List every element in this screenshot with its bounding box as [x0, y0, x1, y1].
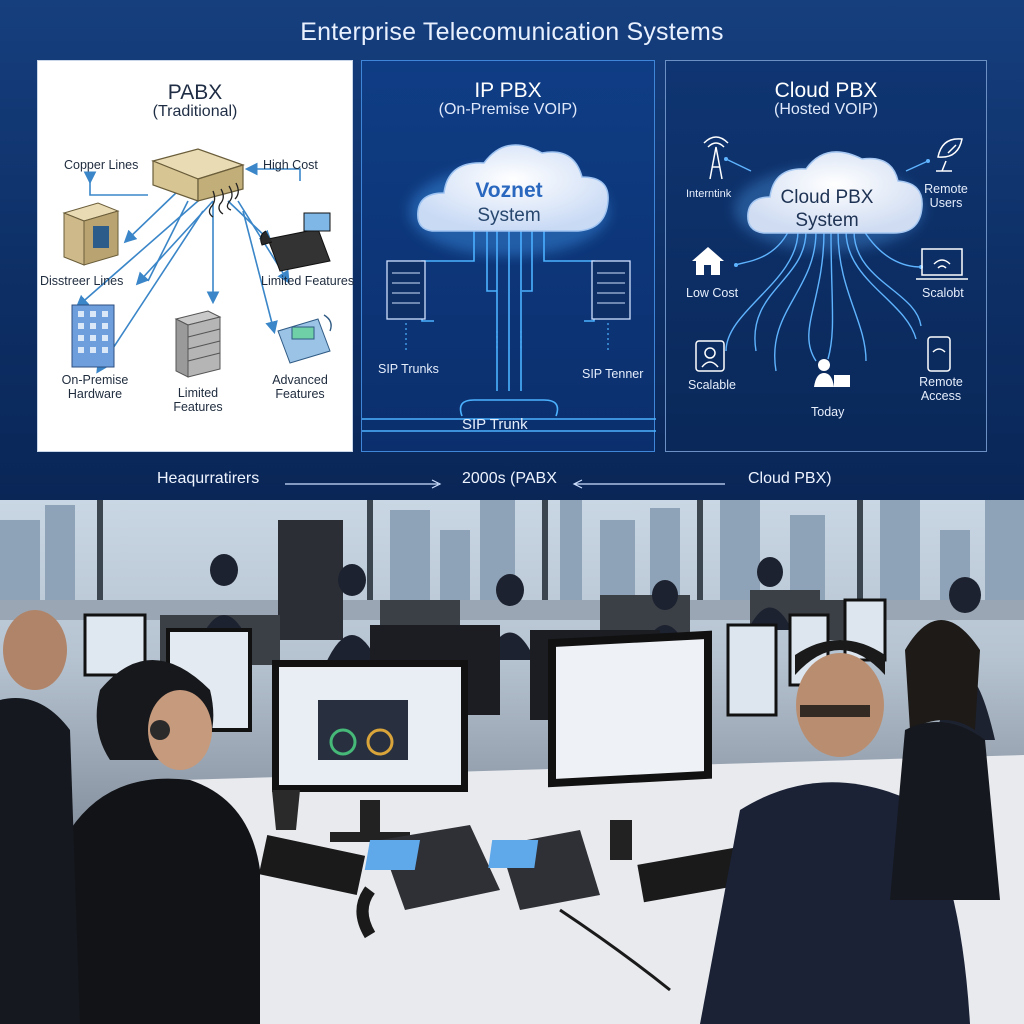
voznet-cloud-icon	[417, 144, 609, 232]
cloudpbx-title: Cloud PBX	[774, 79, 878, 102]
panel-ip-pbx: IP PBX (On-Premise VOIP)	[361, 60, 656, 452]
building-icon	[71, 304, 115, 368]
ippbx-diagram	[362, 144, 656, 432]
house-icon	[692, 247, 724, 275]
laptop-wifi-icon	[916, 248, 968, 280]
infographic: Enterprise Telecomunication Systems PABX…	[0, 0, 1024, 500]
label-limited-features-right: Limited Features	[261, 274, 355, 288]
agent-woman-right	[890, 620, 1000, 900]
label-sip-trunk: SIP Trunk	[462, 416, 528, 433]
cloud-pbx-system-label: System	[795, 210, 859, 231]
label-scalable: Scalable	[688, 378, 736, 392]
front-monitor-right	[548, 630, 712, 860]
label-remote-access: Remote Access	[919, 375, 963, 403]
server-left-icon	[386, 260, 426, 320]
server-stack-icon	[174, 310, 222, 378]
antenna-tower-icon	[703, 136, 729, 180]
ippbx-title: IP PBX	[474, 79, 542, 102]
voznet-system-label: System	[477, 205, 541, 226]
feature-phone-icon	[277, 314, 332, 364]
cloudpbx-subtitle: (Hosted VOIP)	[773, 101, 879, 118]
cabinet-icon	[62, 202, 120, 266]
label-distreer-lines: Disstreer Lines	[40, 274, 124, 288]
desk-phone-center-right	[488, 830, 671, 992]
label-advanced-features: Advanced Features	[272, 373, 328, 401]
mobile-phone-icon	[927, 336, 951, 372]
label-today: Today	[811, 405, 845, 419]
label-sip-tenner: SIP Tenner	[582, 367, 644, 381]
pabx-diagram	[62, 148, 332, 378]
cloudpbx-diagram	[692, 136, 968, 387]
label-sip-trunks: SIP Trunks	[378, 362, 439, 376]
satellite-dish-icon	[936, 138, 963, 172]
cloud-pbx-label: Cloud PBX	[780, 187, 874, 208]
panel-pabx: PABX (Traditional)	[37, 60, 355, 452]
agent-woman-foreground	[60, 660, 260, 1024]
server-rack	[278, 520, 343, 640]
desk-phone-center-left	[356, 825, 500, 939]
label-on-premise-hardware: On-Premise Hardware	[61, 373, 129, 401]
label-copper-lines: Copper Lines	[64, 158, 139, 172]
pabx-title: PABX	[167, 81, 223, 104]
cloud-pbx-cloud-icon	[747, 151, 923, 234]
office-scene	[0, 500, 1024, 1024]
call-center-photo	[0, 500, 1024, 1024]
agent-man-left-edge	[0, 610, 80, 1024]
timeline-right: Cloud PBX)	[748, 470, 832, 487]
desk-user-icon	[814, 359, 850, 387]
pabx-box-icon	[151, 148, 245, 218]
front-monitor-left	[272, 660, 468, 842]
voznet-label: Voznet	[475, 179, 543, 202]
desk-phone-icon	[260, 212, 331, 272]
user-badge-icon	[695, 340, 725, 372]
label-high-cost: High Cost	[263, 158, 318, 172]
timeline-left: Heaqurratirers	[157, 470, 260, 487]
panel-cloud-pbx: Cloud PBX (Hosted VOIP)	[665, 60, 987, 452]
main-title: Enterprise Telecomunication Systems	[300, 18, 724, 46]
label-limited-features-bottom: Limited Features	[173, 386, 223, 414]
timeline-middle: 2000s (PABX	[462, 470, 557, 487]
timeline-arrows	[285, 479, 725, 489]
label-scalobt: Scalobt	[922, 286, 964, 300]
label-internet: Interntink	[686, 188, 732, 200]
label-low-cost: Low Cost	[686, 286, 739, 300]
label-remote-users: Remote Users	[924, 182, 968, 210]
pabx-subtitle: (Traditional)	[152, 103, 238, 120]
ippbx-subtitle: (On-Premise VOIP)	[438, 101, 578, 118]
server-right-icon	[591, 260, 631, 320]
